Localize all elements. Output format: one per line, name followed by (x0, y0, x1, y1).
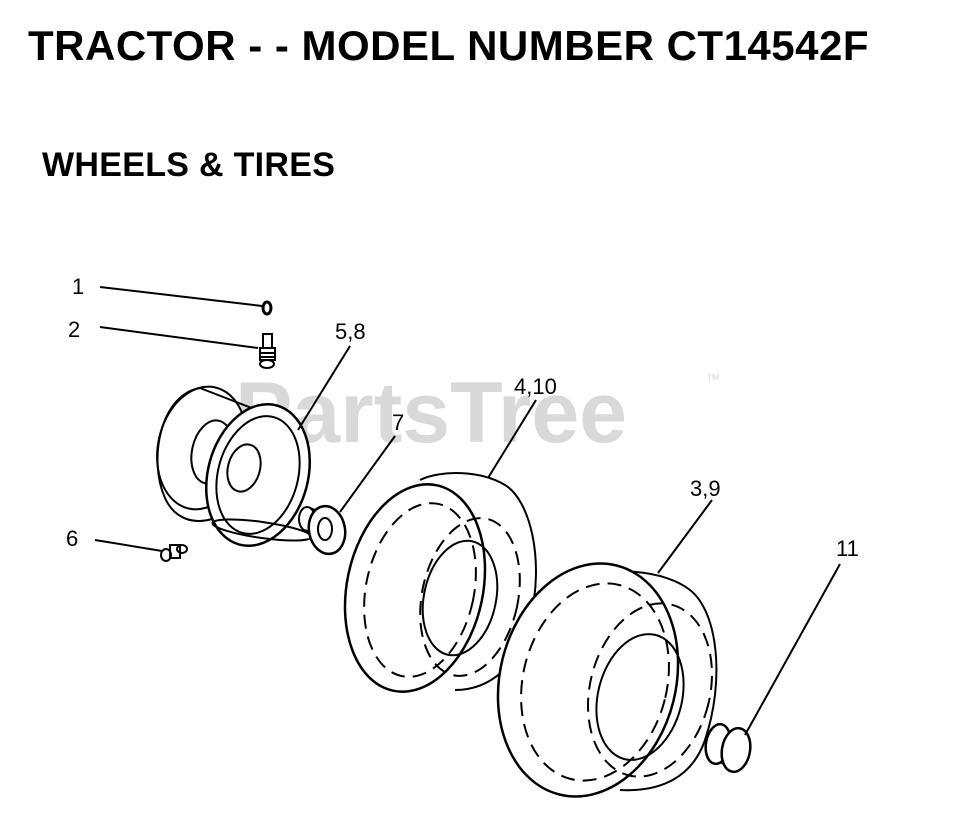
callout-6[interactable]: 6 (66, 526, 78, 551)
wheel-rim-icon[interactable] (146, 378, 325, 557)
page-title: TRACTOR - - MODEL NUMBER CT14542F (28, 22, 870, 69)
valve-stem-icon[interactable] (259, 333, 276, 369)
callout-1[interactable]: 1 (72, 274, 84, 299)
front-tire-icon[interactable] (327, 471, 537, 705)
callout-7[interactable]: 7 (392, 410, 404, 435)
callout-5-8[interactable]: 5,8 (335, 319, 366, 344)
rim-spacer-icon[interactable] (703, 722, 754, 774)
callout-4-10[interactable]: 4,10 (514, 374, 557, 399)
leader-lines (94, 286, 841, 736)
section-title: WHEELS & TIRES (42, 146, 336, 184)
rear-tire-icon[interactable] (474, 544, 729, 816)
watermark-tm: ™ (706, 371, 720, 387)
callout-11[interactable]: 11 (836, 536, 859, 561)
grease-fitting-icon[interactable] (160, 544, 188, 562)
valve-cap-icon[interactable] (261, 300, 273, 316)
bearing-icon[interactable] (298, 503, 349, 557)
callout-3-9[interactable]: 3,9 (690, 476, 721, 501)
callout-2[interactable]: 2 (68, 317, 80, 342)
